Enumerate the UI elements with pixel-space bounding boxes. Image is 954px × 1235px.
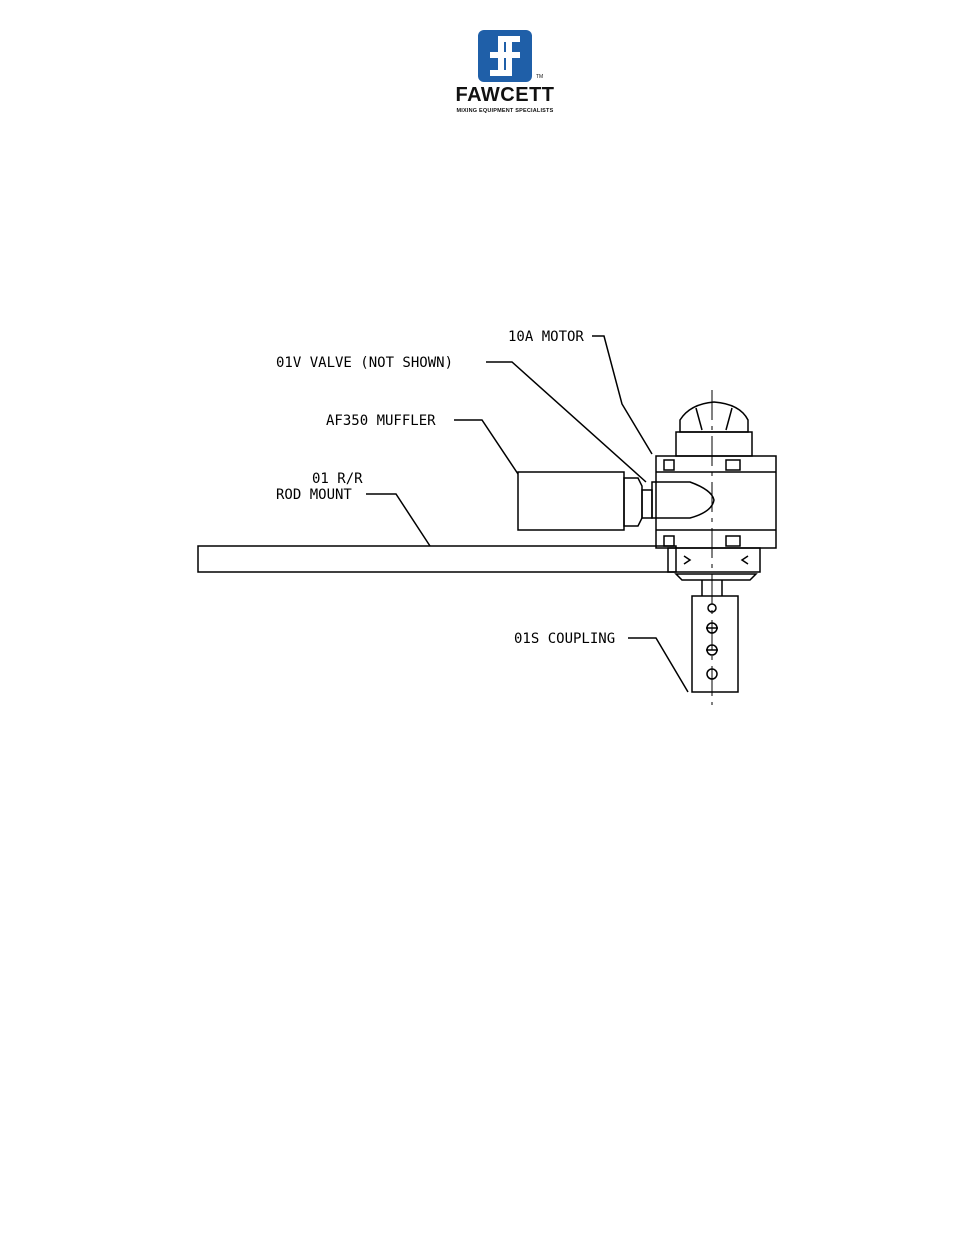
muffler-body bbox=[518, 472, 624, 530]
motor-leader bbox=[592, 336, 652, 454]
valve-leader bbox=[486, 362, 646, 482]
muffler-fitting bbox=[624, 478, 642, 526]
label-mount-line1: 01 R/R bbox=[312, 471, 363, 487]
muffler-leader bbox=[454, 420, 518, 474]
motor-flange bbox=[668, 548, 760, 572]
label-motor: 10A MOTOR bbox=[508, 329, 584, 345]
label-mount-line2: ROD MOUNT bbox=[276, 487, 352, 503]
motor-cap bbox=[680, 402, 748, 432]
mount-leader bbox=[366, 494, 430, 546]
coupling-leader bbox=[628, 638, 688, 692]
rod-mount-bar bbox=[198, 546, 676, 572]
label-muffler: AF350 MUFFLER bbox=[326, 413, 436, 429]
label-valve: 01V VALVE (NOT SHOWN) bbox=[276, 355, 453, 371]
valve-body bbox=[652, 482, 714, 518]
label-coupling: 01S COUPLING bbox=[514, 631, 615, 647]
